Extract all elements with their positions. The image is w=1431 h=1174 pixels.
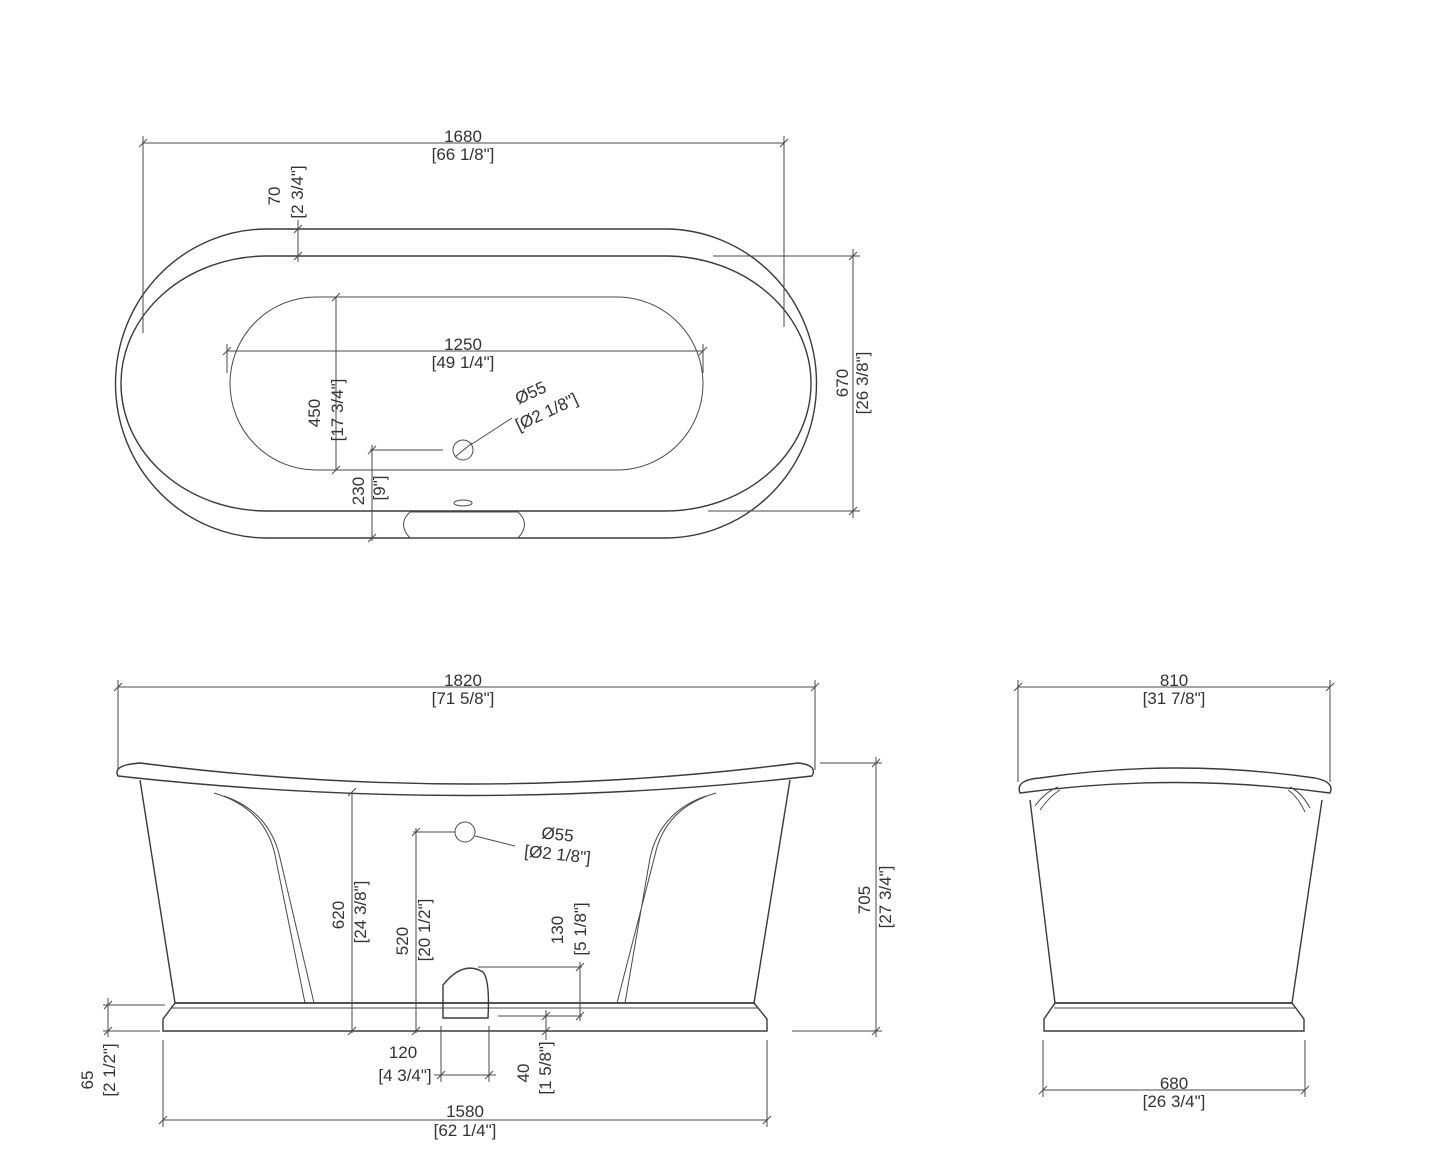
dim-side-overflow-to-drain-mm: 520	[393, 927, 412, 955]
end-view-plinth	[1043, 1002, 1305, 1032]
top-view-inner-rim	[120, 255, 812, 512]
dim-top-inner-width-in: [17 3/4"]	[328, 379, 347, 442]
dim-side-overall-length: 1820 [71 5/8"]	[113, 671, 820, 770]
dim-side-outlet-width-mm: 120	[389, 1043, 417, 1062]
overflow-cover-top	[403, 511, 525, 539]
dim-side-overall-length-in: [71 5/8"]	[432, 689, 495, 708]
top-view-outer-rim	[114, 228, 818, 539]
dim-side-overall-height: 705 [27 3/4"]	[792, 757, 895, 1037]
side-view-left-panel	[213, 792, 315, 1004]
dim-end-top-width-mm: 810	[1160, 671, 1188, 690]
dim-side-overflow-height-mm: 620	[329, 901, 348, 929]
end-view-body	[1029, 799, 1323, 1004]
dim-side-overflow-to-drain: 520 [20 1/2"]	[393, 827, 455, 1036]
dim-side-outlet-height-mm: 130	[548, 916, 567, 944]
dim-top-overall-length-in: [66 1/8"]	[432, 145, 495, 164]
top-view-basin	[229, 296, 704, 471]
dim-top-overall-width-mm: 670	[833, 369, 852, 397]
dim-top-rim-width: 70 [2 3/4"]	[265, 165, 307, 262]
side-view: 1820 [71 5/8"] Ø55 [Ø2 1/8"] 620 [24 3/8…	[78, 671, 895, 1140]
dim-top-rim-width-mm: 70	[265, 187, 284, 206]
dim-side-overflow-diameter-in: [Ø2 1/8"]	[524, 842, 592, 868]
dim-side-overflow-height-in: [24 3/8"]	[351, 881, 370, 944]
dim-side-overall-length-mm: 1820	[444, 671, 482, 690]
dim-side-base-length-mm: 1580	[446, 1102, 484, 1121]
dim-side-plinth-height: 65 [2 1/2"]	[78, 998, 165, 1097]
dim-side-overall-height-in: [27 3/4"]	[876, 866, 895, 929]
dim-top-overall-width-in: [26 3/8"]	[853, 352, 872, 415]
dim-side-overflow-diameter: Ø55 [Ø2 1/8"]	[474, 823, 592, 868]
dim-end-base-width-mm: 680	[1160, 1074, 1188, 1093]
dim-end-base-width: 680 [26 3/4"]	[1038, 1040, 1310, 1111]
dim-side-base-length: 1580 [62 1/4"]	[158, 1040, 772, 1140]
side-view-plinth	[162, 1002, 768, 1032]
dim-side-overflow-height: 620 [24 3/8"]	[329, 787, 370, 1036]
dim-top-drain-diameter: Ø55 [Ø2 1/8"]	[471, 378, 581, 445]
overflow-hole-side	[454, 821, 476, 843]
dim-side-plinth-height-in: [2 1/2"]	[100, 1043, 119, 1096]
dim-side-overflow-to-drain-in: [20 1/2"]	[415, 899, 434, 962]
top-view: 1680 [66 1/8"] 70 [2 3/4"] 1250 [49 1/4"…	[114, 127, 872, 543]
dim-top-drain-offset-in: [9"]	[370, 476, 389, 501]
dim-end-top-width-in: [31 7/8"]	[1143, 689, 1206, 708]
dim-side-overflow-diameter-mm: Ø55	[541, 823, 575, 845]
dim-side-outlet-height: 130 [5 1/8"]	[478, 902, 590, 1021]
dim-side-plinth-height-mm: 65	[78, 1071, 97, 1090]
dim-side-outlet-base-mm: 40	[514, 1064, 533, 1083]
dim-top-overall-length: 1680 [66 1/8"]	[138, 127, 789, 333]
dim-top-inner-length-mm: 1250	[444, 335, 482, 354]
dim-top-inner-length-in: [49 1/4"]	[432, 353, 495, 372]
end-view-right-corner	[1287, 786, 1311, 813]
dim-side-outlet-base-in: [1 5/8"]	[536, 1041, 555, 1094]
side-view-body	[139, 779, 791, 1004]
overflow-hole-top	[453, 499, 473, 507]
side-view-right-panel	[616, 792, 717, 1004]
dim-end-top-width: 810 [31 7/8"]	[1013, 671, 1335, 782]
dim-top-drain-offset: 230 [9"]	[349, 445, 443, 543]
dim-top-drain-offset-mm: 230	[349, 477, 368, 505]
dim-side-outlet-width-in: [4 3/4"]	[378, 1066, 431, 1085]
dim-top-inner-width: 450 [17 3/4"]	[305, 292, 347, 475]
end-view-rim	[1018, 767, 1332, 794]
dim-side-base-length-in: [62 1/4"]	[434, 1121, 497, 1140]
end-view: 810 [31 7/8"] 680 [26 3/4"]	[1013, 671, 1335, 1111]
side-view-outlet	[442, 967, 490, 1019]
side-view-rim	[116, 762, 815, 797]
dim-end-base-width-in: [26 3/4"]	[1143, 1092, 1206, 1111]
dim-top-rim-width-in: [2 3/4"]	[288, 165, 307, 218]
dim-top-inner-length: 1250 [49 1/4"]	[222, 335, 708, 373]
dim-top-overall-width: 670 [26 3/8"]	[708, 249, 872, 518]
dim-side-overall-height-mm: 705	[855, 886, 874, 914]
dim-side-outlet-base: 40 [1 5/8"]	[514, 1010, 555, 1095]
dim-top-inner-width-mm: 450	[305, 399, 324, 427]
dim-top-overall-length-mm: 1680	[444, 127, 482, 146]
dim-side-outlet-width: 120 [4 3/4"]	[378, 1026, 496, 1085]
dim-side-outlet-height-in: [5 1/8"]	[571, 902, 590, 955]
drain-hole	[452, 439, 474, 461]
end-view-left-corner	[1034, 786, 1061, 811]
